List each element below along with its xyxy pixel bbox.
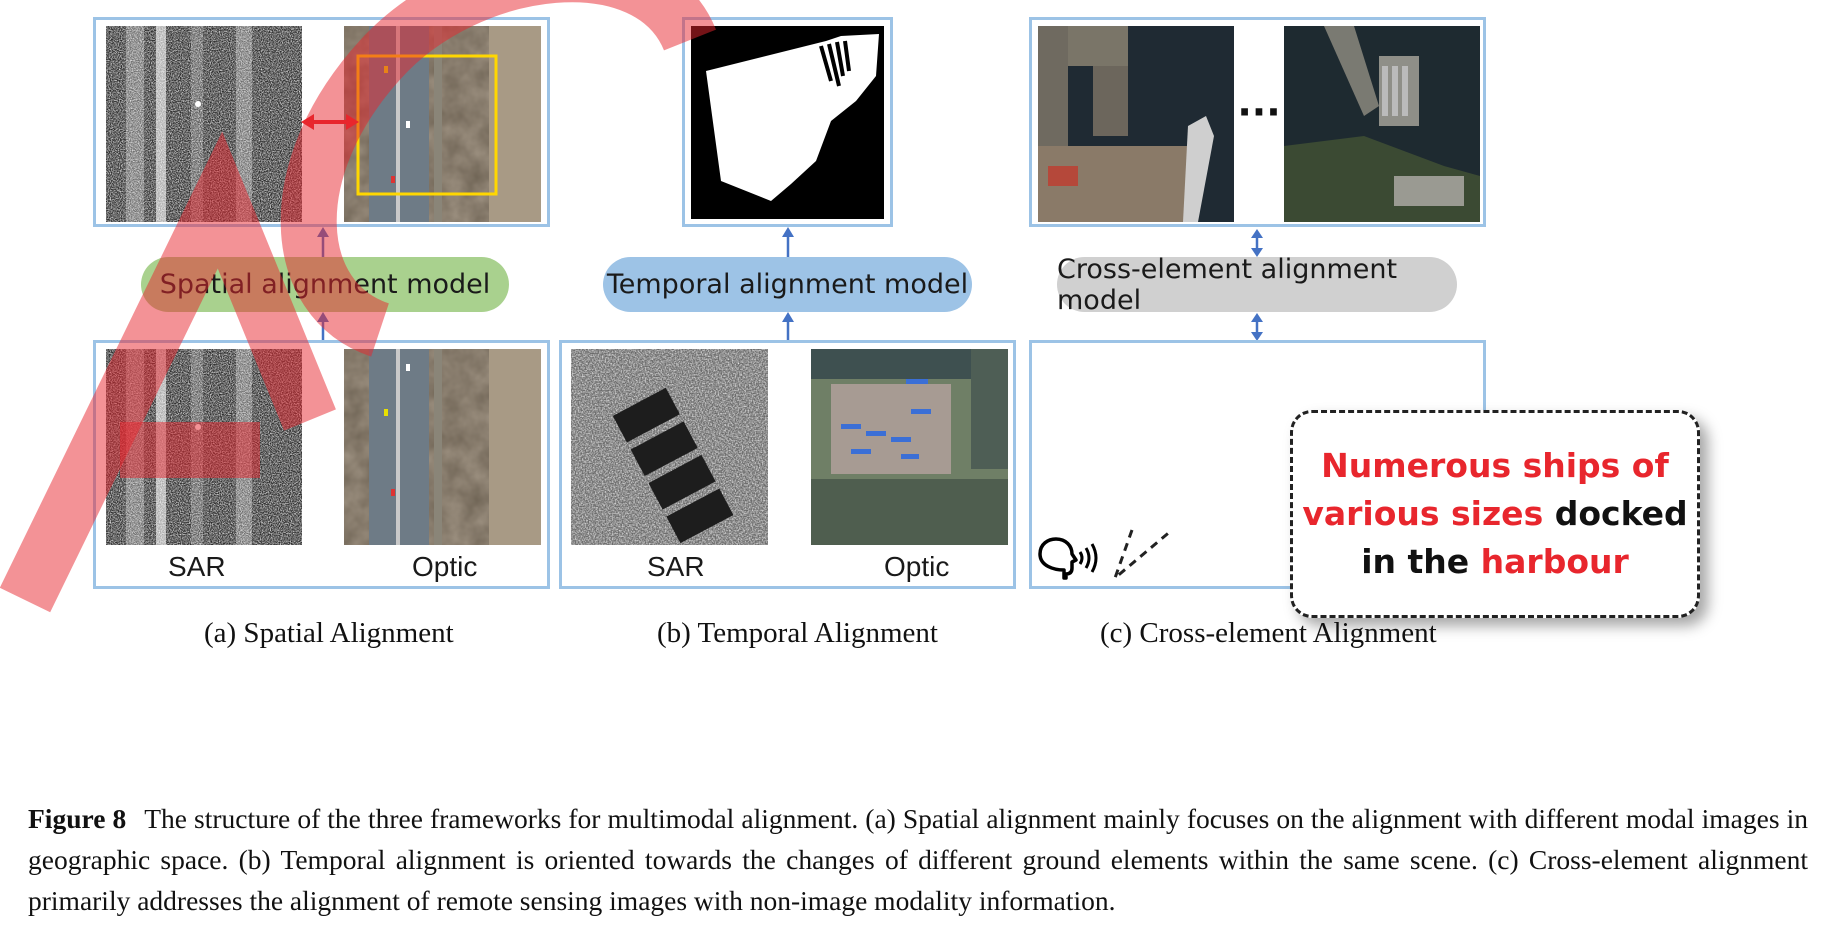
optic-label: Optic: [412, 551, 478, 582]
optic-image: [344, 349, 541, 545]
figure-label: Figure 8: [28, 803, 127, 834]
optic-image-aligned: [344, 26, 541, 222]
sar-image: [571, 349, 768, 545]
bidirectional-arrow-icon: [1251, 229, 1263, 257]
speech-bubble: Numerous ships of various sizes docked i…: [1290, 410, 1700, 618]
sar-label: SAR: [647, 551, 705, 582]
optic-label: Optic: [884, 551, 950, 582]
panel-b-bottom-frame: SAR Optic: [559, 340, 1016, 589]
subcaption-a: (a) Spatial Alignment: [204, 617, 454, 649]
optic-image: [811, 349, 1008, 545]
figure-caption-text: The structure of the three frameworks fo…: [28, 803, 1808, 916]
arrow-up-icon: [317, 227, 329, 257]
bubble-text-1: Numerous ships of: [1321, 446, 1669, 485]
sar-label: SAR: [168, 551, 226, 582]
red-double-arrow-icon: [301, 114, 359, 130]
panel-b-top-frame: [682, 17, 893, 227]
ellipsis: ···: [1237, 90, 1281, 134]
arrow-up-icon: [782, 312, 794, 342]
temporal-alignment-model-label: Temporal alignment model: [603, 257, 972, 312]
cross-element-alignment-model-label: Cross-element alignment model: [1057, 254, 1457, 316]
panel-a-bottom-frame: SAR Optic: [93, 340, 550, 589]
bubble-text-4: in the: [1361, 542, 1481, 581]
panel-c-top-frame: ···: [1029, 17, 1486, 227]
arrow-up-icon: [782, 227, 794, 257]
subcaption-b: (b) Temporal Alignment: [657, 617, 938, 649]
speaking-head-icon: [1038, 537, 1098, 580]
bidirectional-arrow-icon: [1251, 313, 1263, 341]
sar-image-aligned: [106, 26, 302, 222]
bubble-text-5: harbour: [1480, 542, 1629, 581]
speech-bubble-tail: [1112, 528, 1173, 580]
bubble-text-3: docked: [1543, 494, 1688, 533]
subcaption-c: (c) Cross-element Alignment: [1100, 617, 1437, 649]
change-mask-image: [691, 26, 884, 219]
harbour-image-2: [1284, 26, 1480, 222]
bubble-text-2: various sizes: [1302, 494, 1544, 533]
arrow-up-icon: [317, 312, 329, 342]
sar-image: [106, 349, 302, 545]
harbour-image-1: [1038, 26, 1234, 222]
spatial-alignment-model-label: Spatial alignment model: [141, 257, 509, 312]
